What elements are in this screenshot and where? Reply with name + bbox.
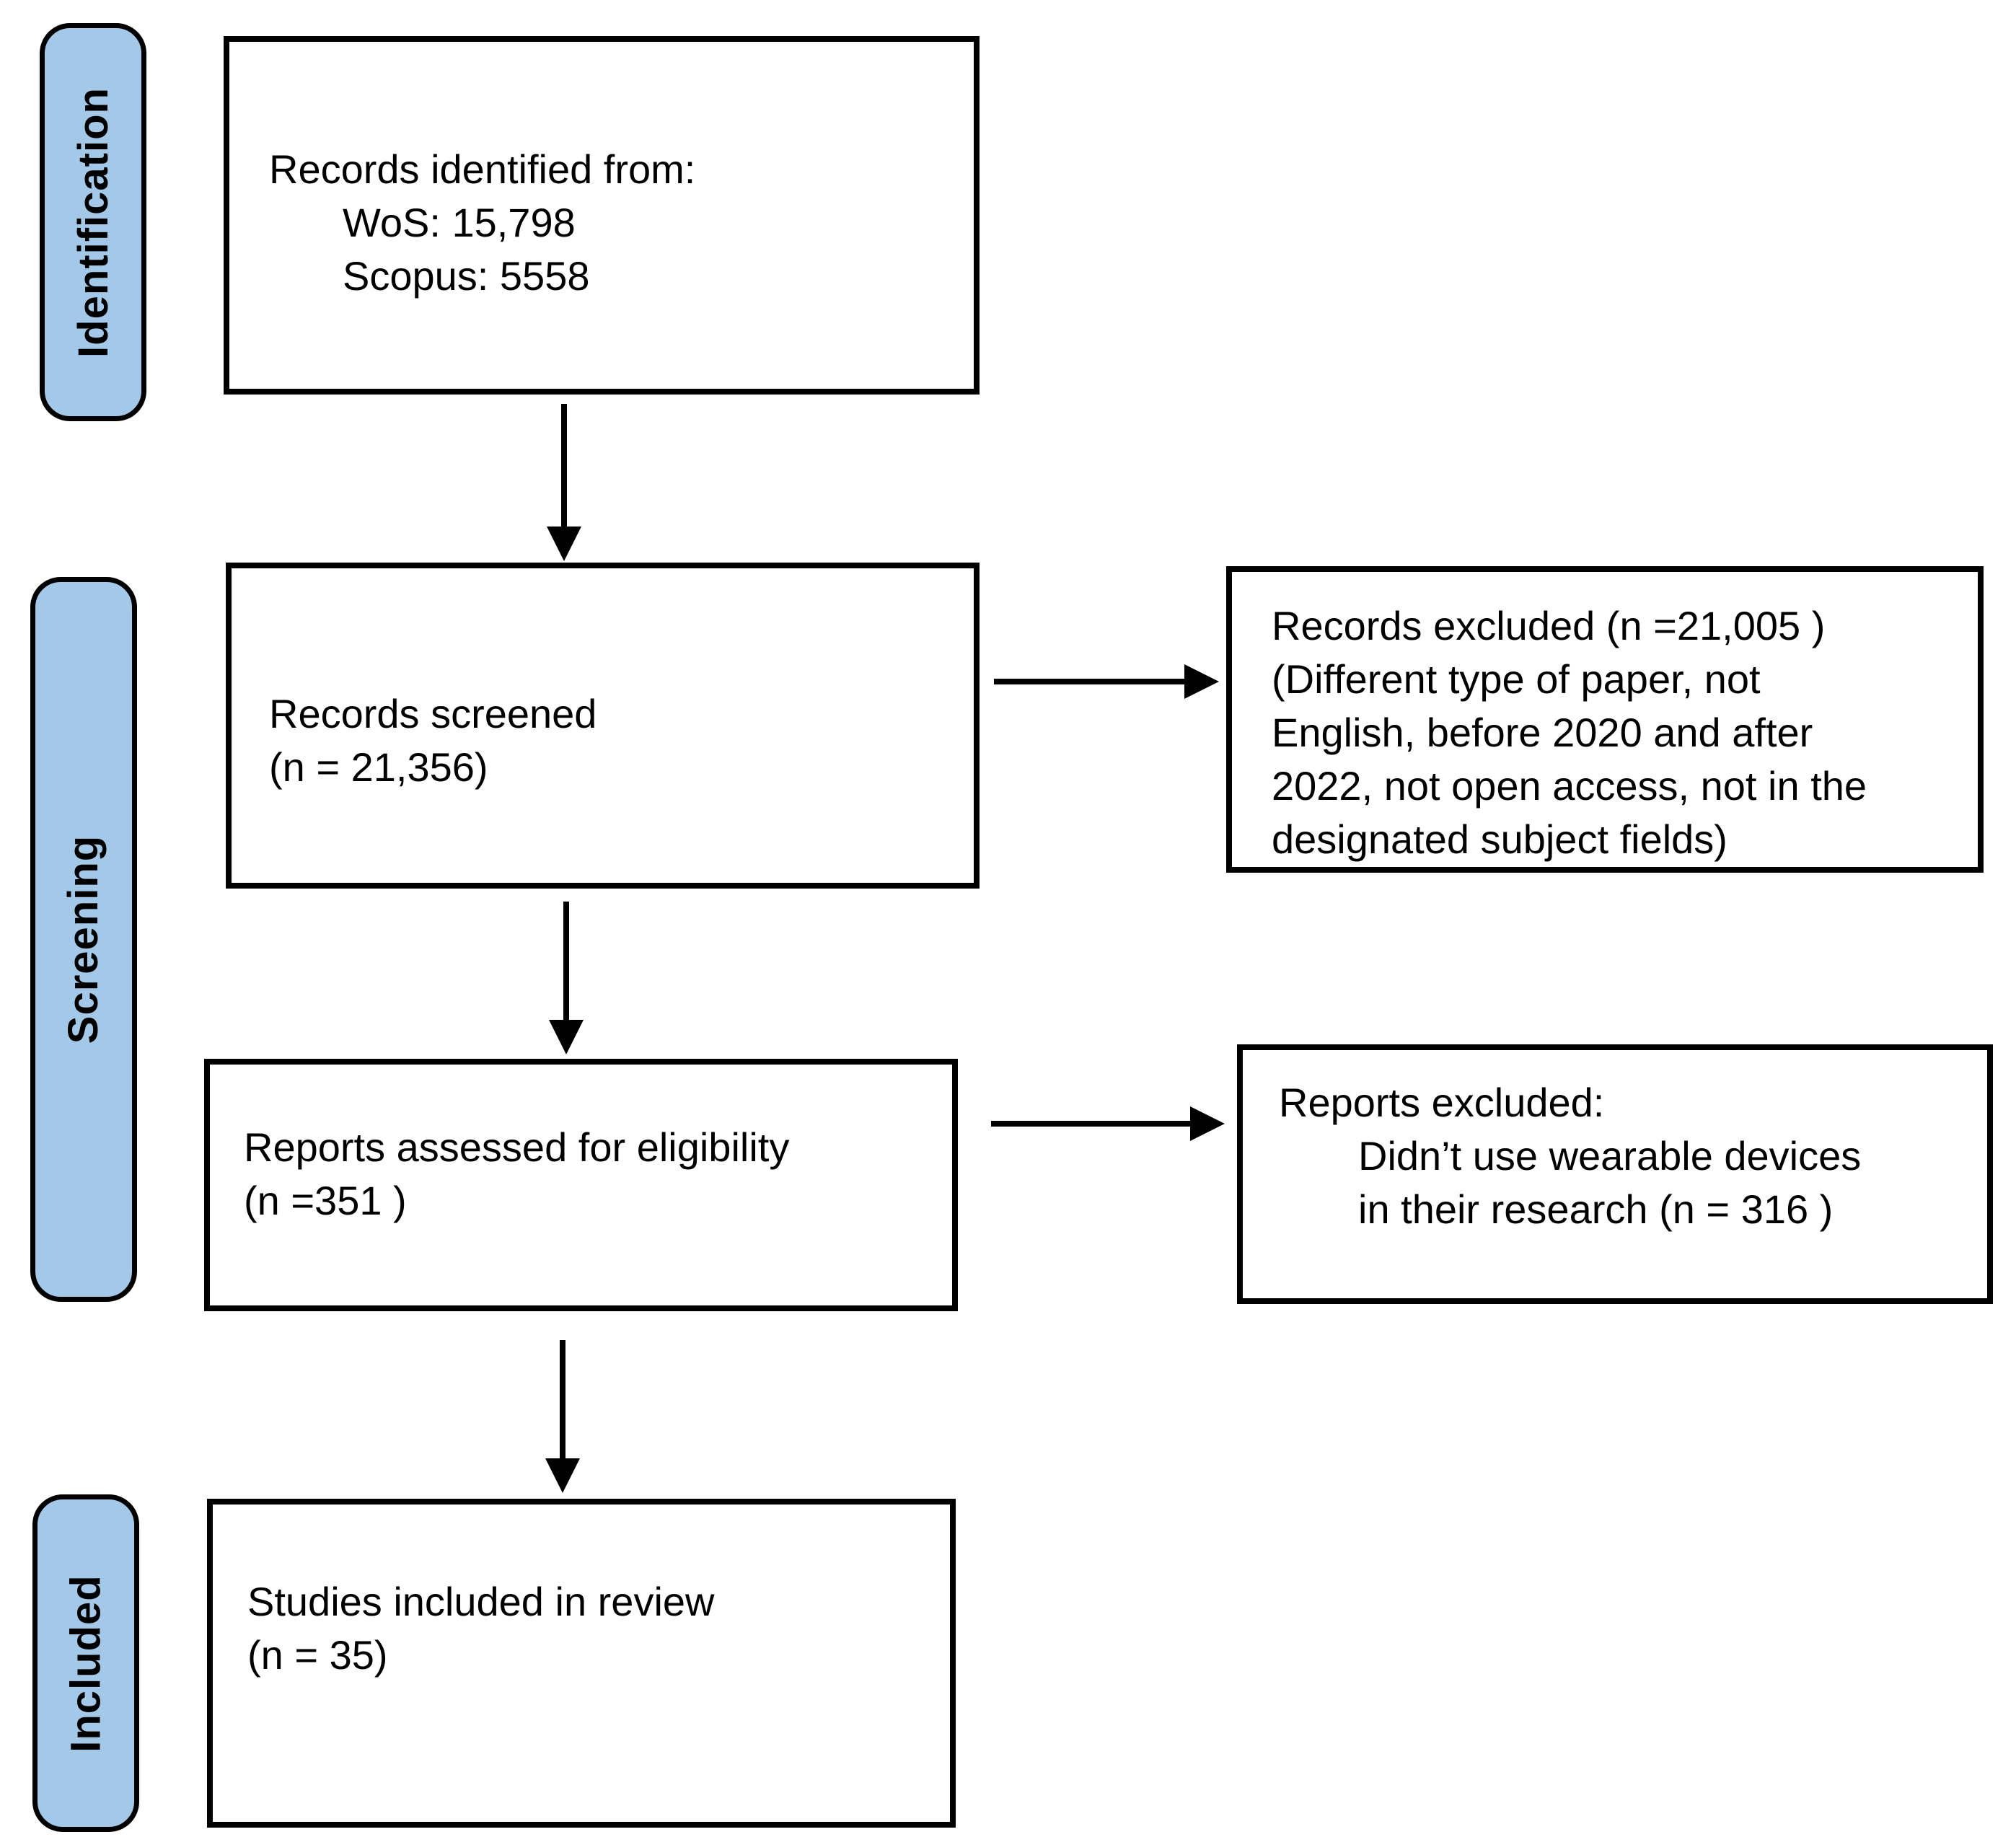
records-identified-title: Records identified from: [269,146,696,192]
arrow-right-icon [1184,664,1219,699]
stage-label-screening: Screening [30,577,137,1302]
stage-label-screening-text: Screening [60,834,107,1044]
arrow-right-assessed-to-excluded [991,1121,1192,1127]
records-excluded-line: designated subject fields) [1272,816,1727,862]
arrow-right-icon [1190,1106,1225,1141]
records-identified-source-scopus: Scopus: 5558 [343,253,590,299]
arrow-right-screened-to-excluded [994,679,1186,684]
records-excluded-box: Records excluded (n =21,005 ) (Different… [1226,566,1984,873]
reports-excluded-title: Reports excluded: [1279,1080,1605,1125]
arrow-down-icon [547,527,581,561]
stage-label-identification: Identification [40,23,146,421]
reports-assessed-count: (n =351 ) [244,1178,407,1223]
stage-label-included-text: Included [62,1574,110,1753]
arrow-down-identified-to-screened [561,404,567,528]
records-screened-title: Records screened [269,691,597,736]
arrow-down-icon [549,1020,584,1054]
stage-label-included: Included [32,1494,139,1832]
records-screened-box: Records screened (n = 21,356) [226,563,980,889]
reports-excluded-detail: in their research (n = 316 ) [1358,1186,1834,1232]
records-excluded-line: Records excluded (n =21,005 ) [1272,603,1826,648]
studies-included-title: Studies included in review [247,1579,715,1624]
arrow-down-icon [545,1458,580,1493]
stage-label-identification-text: Identification [69,87,117,358]
reports-excluded-box: Reports excluded: Didn’t use wearable de… [1237,1044,1993,1304]
arrow-down-screened-to-assessed [563,902,569,1021]
studies-included-box: Studies included in review (n = 35) [207,1499,956,1828]
studies-included-count: (n = 35) [247,1632,388,1678]
records-excluded-line: English, before 2020 and after [1272,710,1813,755]
records-screened-count: (n = 21,356) [269,744,488,790]
arrow-down-assessed-to-included [560,1340,565,1460]
records-identified-box: Records identified from: WoS: 15,798 Sco… [224,36,980,395]
records-excluded-line: 2022, not open access, not in the [1272,763,1867,809]
records-excluded-line: (Different type of paper, not [1272,656,1761,702]
records-identified-source-wos: WoS: 15,798 [343,200,576,245]
reports-assessed-box: Reports assessed for eligibility (n =351… [204,1059,958,1311]
reports-assessed-title: Reports assessed for eligibility [244,1124,790,1170]
reports-excluded-detail: Didn’t use wearable devices [1358,1133,1862,1179]
